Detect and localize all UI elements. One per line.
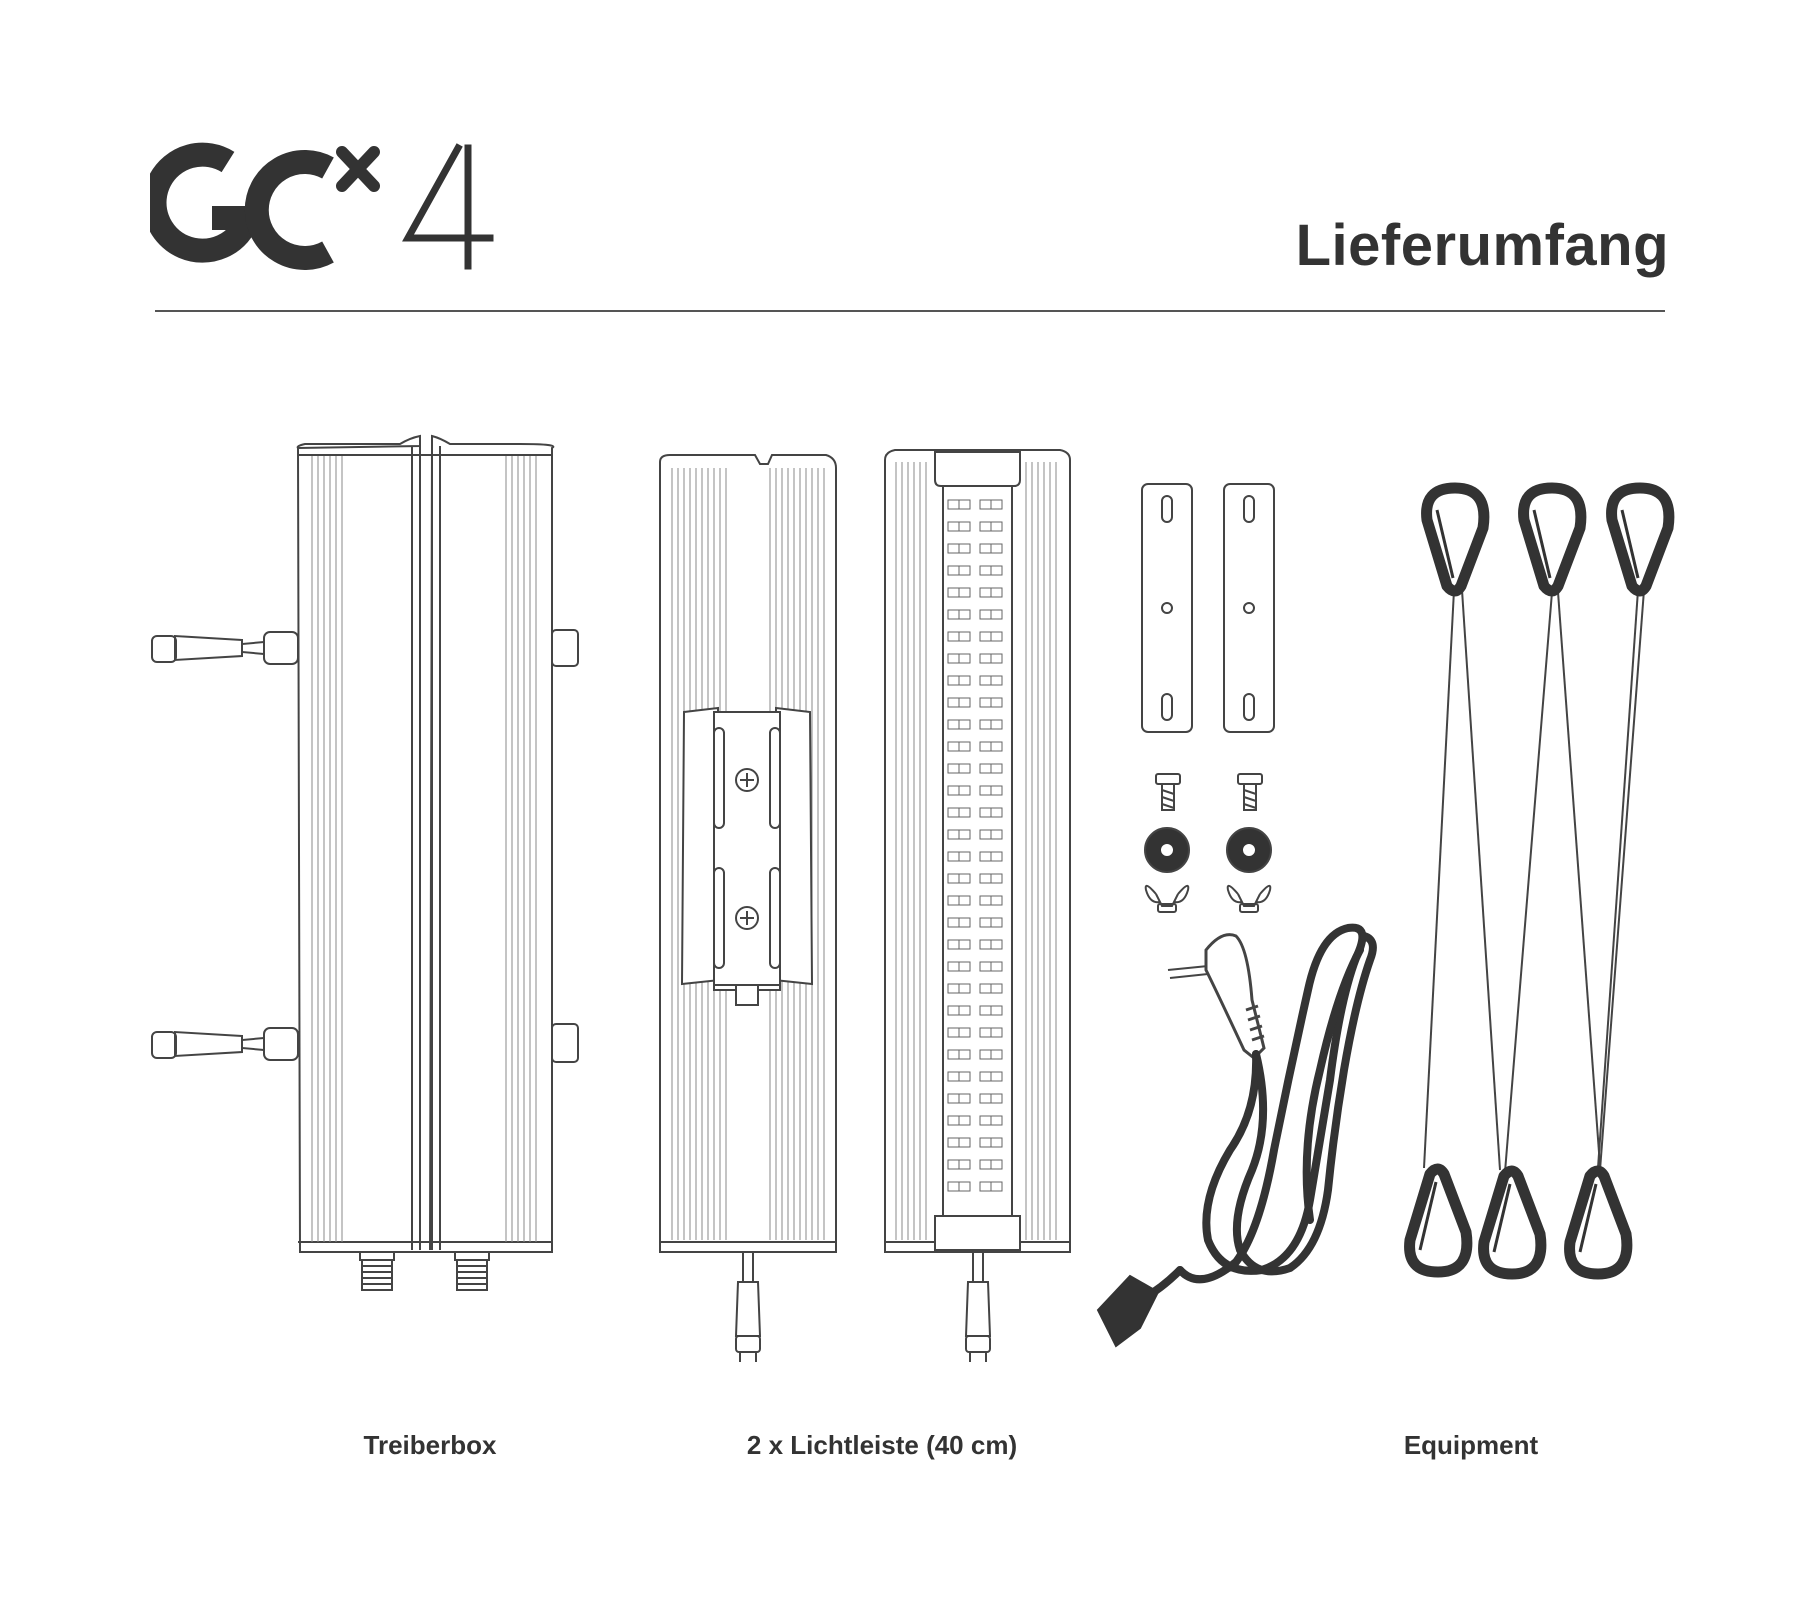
carabiner-hanger-icon xyxy=(1404,482,1675,1280)
caption-equipment: Equipment xyxy=(1403,1430,1539,1460)
wing-nut-icon xyxy=(1144,884,1272,913)
caption-light-bars: 2 x Lichtleiste (40 cm) xyxy=(746,1430,1018,1460)
header-divider xyxy=(155,310,1665,312)
light-bar-back-icon xyxy=(659,454,837,1362)
carabiner xyxy=(1564,1165,1633,1280)
page-title: Lieferumfang xyxy=(1295,213,1669,278)
mounting-bracket-icon xyxy=(1141,483,1275,733)
carabiner xyxy=(1518,482,1587,597)
screw-icon xyxy=(1155,773,1263,811)
carabiner xyxy=(1606,482,1675,597)
light-bar-front-icon xyxy=(884,449,1071,1362)
carabiner xyxy=(1478,1165,1547,1280)
washer-icon xyxy=(1144,827,1272,873)
gcx4-logo xyxy=(150,142,494,270)
driver-box-icon xyxy=(151,434,579,1291)
carabiner xyxy=(1404,1163,1473,1278)
power-cable-icon xyxy=(1096,923,1377,1348)
carabiner xyxy=(1421,482,1490,597)
caption-driver-box: Treiberbox xyxy=(363,1430,497,1460)
